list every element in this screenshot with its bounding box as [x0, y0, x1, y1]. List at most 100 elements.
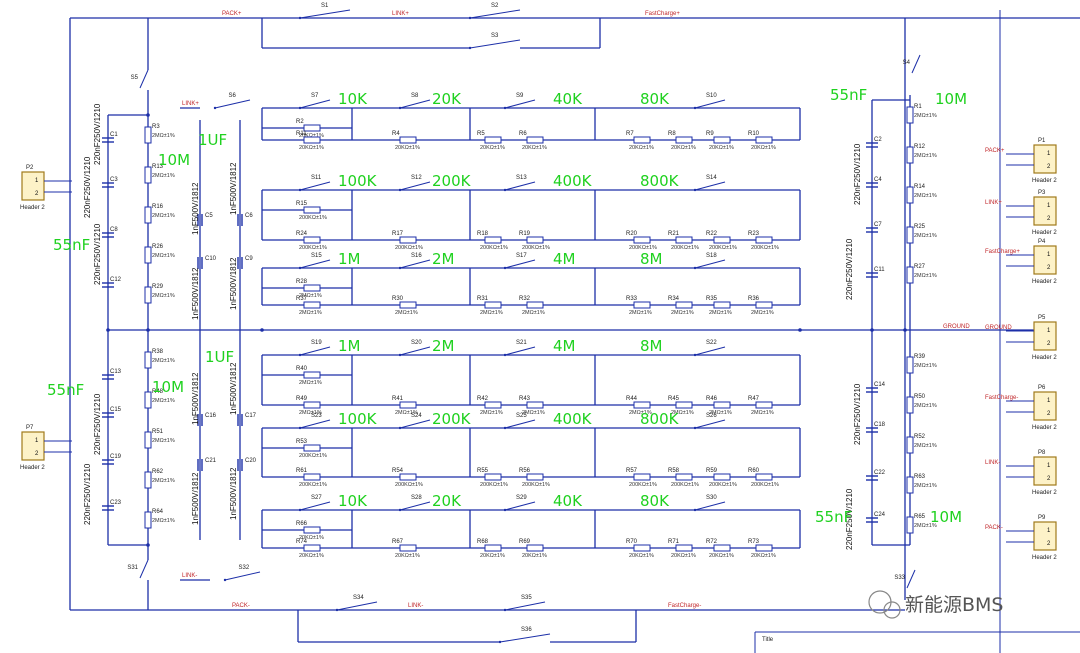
switch-ref: S12 [411, 175, 422, 181]
switch-ref: S1 [321, 3, 329, 9]
net-label: LINK- [408, 603, 423, 609]
resistor-value: 200KΩ±1% [480, 482, 508, 488]
step-value-label: 800K [640, 410, 680, 428]
switch-blade [139, 559, 149, 579]
capacitor-value: 220nF250V/1210 [83, 463, 92, 525]
resistor-ref: R51 [152, 429, 164, 435]
header-name: Header 2 [1032, 230, 1057, 236]
switch-blade [504, 419, 536, 429]
switch-ref: S7 [311, 93, 319, 99]
capacitance-label: 1UF [198, 131, 227, 149]
resistor-body [633, 301, 651, 309]
resistor-body [144, 206, 152, 224]
switch-ref: S4 [903, 60, 911, 66]
resistor-ref: R11 [296, 131, 307, 137]
resistor-ref: R15 [296, 201, 308, 207]
resistor-ref: R17 [392, 231, 404, 237]
switch-blade [694, 99, 726, 109]
step-value-label: 2M [432, 337, 455, 355]
resistor-value: 2MΩ±1% [152, 438, 175, 444]
resistor-value: 200KΩ±1% [671, 245, 699, 251]
resistor-body [144, 351, 152, 369]
switch-blade [504, 99, 536, 109]
header-pin: 2 [1047, 476, 1051, 482]
resistor-body [633, 473, 651, 481]
capacitor-ref: C20 [245, 458, 257, 464]
capacitor-value: 1nF500V/1812 [229, 362, 238, 415]
resistor-ref: R7 [626, 131, 634, 137]
header-net-label: FastCharge- [985, 395, 1018, 401]
resistor-ref: R71 [668, 539, 680, 545]
resistor-value: 2MΩ±1% [152, 293, 175, 299]
resistor-value: 20KΩ±1% [671, 145, 696, 151]
junction-dot [903, 328, 907, 332]
header-net-label: FastCharge+ [985, 249, 1020, 255]
switch-pivot [498, 640, 502, 644]
header-pin: 1 [1047, 328, 1051, 334]
switch-ref: S32 [239, 565, 250, 571]
resistor-body [633, 544, 651, 552]
resistor-ref: R69 [519, 539, 531, 545]
switch-ref: S23 [311, 413, 322, 419]
capacitor-ref: C6 [245, 213, 253, 219]
capacitor-value: 1nF500V/1812 [191, 182, 200, 235]
step-value-label: 8M [640, 337, 663, 355]
resistor-ref: R48 [152, 389, 164, 395]
resistor-ref: R13 [152, 164, 164, 170]
header-name: Header 2 [1032, 355, 1057, 361]
switch-blade [694, 259, 726, 269]
switch-pivot [693, 508, 697, 512]
resistor-value: 2MΩ±1% [629, 310, 652, 316]
switch-blade [299, 181, 331, 191]
switch-pivot [298, 16, 302, 20]
switch-pivot [298, 266, 302, 270]
header-ref: P9 [1038, 515, 1046, 521]
resistor-body [144, 511, 152, 529]
resistor-value: 2MΩ±1% [395, 310, 418, 316]
step-value-label: 10K [338, 492, 368, 510]
resistor-ref: R65 [914, 514, 926, 520]
capacitor-ref: C15 [110, 407, 122, 413]
switch-blade [504, 181, 536, 191]
switch-ref: S35 [521, 595, 532, 601]
resistor-value: 20KΩ±1% [522, 145, 547, 151]
capacitor-ref: C9 [245, 256, 253, 262]
net-label: LINK- [182, 573, 197, 579]
resistor-value: 20KΩ±1% [299, 553, 324, 559]
resistor-value: 2MΩ±1% [152, 133, 175, 139]
resistor-value: 20KΩ±1% [299, 145, 324, 151]
resistor-ref: R72 [706, 539, 718, 545]
resistor-body [484, 473, 502, 481]
resistor-value: 2MΩ±1% [152, 398, 175, 404]
switch-ref: S30 [706, 495, 717, 501]
capacitor-value: 220nF250V/1210 [853, 383, 862, 445]
header-net-label: GROUND [985, 325, 1012, 331]
resistor-ref: R21 [668, 231, 680, 237]
resistor-body [144, 286, 152, 304]
resistor-ref: R37 [296, 296, 308, 302]
switch-ref: S21 [516, 340, 527, 346]
switch-pivot [503, 106, 507, 110]
capacitor-ref: C1 [110, 132, 118, 138]
net-label: FastCharge+ [645, 11, 680, 17]
capacitor-ref: C19 [110, 454, 122, 460]
switch-blade [299, 501, 331, 511]
capacitance-label: 55nF [53, 236, 90, 254]
resistor-value: 2MΩ±1% [152, 253, 175, 259]
capacitor-ref: C24 [874, 512, 886, 518]
resistor-value: 2MΩ±1% [914, 153, 937, 159]
resistor-value: 2MΩ±1% [522, 410, 545, 416]
resistor-ref: R39 [914, 354, 926, 360]
resistor-value: 2MΩ±1% [914, 443, 937, 449]
resistor-body [633, 136, 651, 144]
capacitor-ref: C2 [874, 137, 882, 143]
resistor-body [633, 401, 651, 409]
switch-blade [336, 601, 378, 611]
header-ref: P2 [26, 165, 34, 171]
switch-pivot [468, 16, 472, 20]
resistor-body [303, 206, 321, 214]
switch-pivot [298, 508, 302, 512]
header-net-label: PACK- [985, 525, 1003, 531]
resistor-ref: R53 [296, 439, 308, 445]
